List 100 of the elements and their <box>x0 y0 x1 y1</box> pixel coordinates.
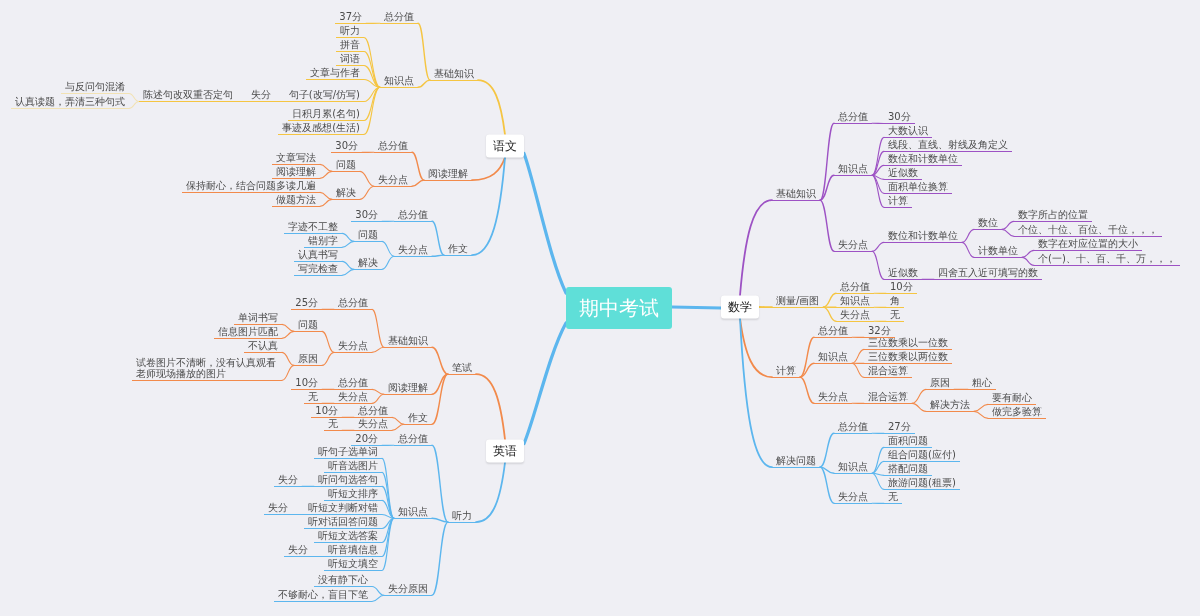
branch-line <box>371 346 385 353</box>
branch-line <box>822 292 837 308</box>
branch-label: 听短文选答案 <box>314 530 382 543</box>
branch-line <box>371 585 385 596</box>
branch-label: 知识点 <box>814 351 852 364</box>
branch-line <box>819 466 835 504</box>
branch-line <box>1021 249 1035 258</box>
branch-line <box>321 388 335 390</box>
branch-label: 失分点 <box>394 244 432 257</box>
branch-line <box>873 306 887 308</box>
branch-line <box>739 317 773 468</box>
branch-line <box>851 336 865 338</box>
branch-line <box>363 86 381 103</box>
branch-line <box>851 362 865 364</box>
branch-line <box>1001 220 1015 230</box>
branch-line <box>381 517 395 530</box>
branch-line <box>1001 228 1015 237</box>
branch-label: 试卷图片不清晰，没有认真观看老师现场播放的图片 <box>132 357 282 381</box>
branch-label: 文章写法 <box>272 152 320 165</box>
branch-label: 词语 <box>336 53 364 66</box>
branch-label: 失分点 <box>354 418 392 431</box>
branch-label: 总分值 <box>334 377 372 390</box>
branch-label: 搭配问题 <box>884 463 932 476</box>
branch-label: 单词书写 <box>234 312 282 325</box>
branch-line <box>961 241 975 258</box>
branch-line <box>301 485 315 487</box>
branch-label: 25分 <box>291 297 322 310</box>
branch-label: 混合运算 <box>864 391 912 404</box>
branch-line <box>431 254 445 257</box>
branch-line <box>871 460 885 474</box>
branch-line <box>431 521 449 596</box>
branch-label: 27分 <box>884 421 915 434</box>
branch-label: 总分值 <box>836 281 874 294</box>
branch-label: 要有耐心 <box>988 392 1036 405</box>
branch-line <box>311 555 325 558</box>
branch-line <box>363 50 381 88</box>
branch-line <box>341 268 355 276</box>
branch-line <box>871 122 885 125</box>
branch-label: 失分原因 <box>384 583 432 596</box>
central-topic-box: 期中考试 <box>566 287 672 329</box>
branch-line <box>871 250 885 280</box>
branch-line <box>431 373 449 395</box>
branch-line <box>799 362 815 378</box>
branch-label: 无 <box>884 491 902 504</box>
branch-label: 解决方法 <box>926 399 974 412</box>
branch-line <box>819 466 835 474</box>
branch-label: 总分值 <box>834 111 872 124</box>
branch-line <box>1021 256 1035 266</box>
branch-label: 信息图片匹配 <box>214 326 282 339</box>
branch-line <box>471 156 506 256</box>
branch-label: 文章与作者 <box>306 67 364 80</box>
branch-label: 近似数 <box>884 267 922 280</box>
branch-label: 拼音 <box>336 39 364 52</box>
branch-line <box>871 472 885 490</box>
branch-line <box>851 362 865 378</box>
branch-line <box>417 22 431 81</box>
branch-line <box>871 174 885 180</box>
branch-line <box>475 373 506 441</box>
branch-label: 认真读题，弄清三种句式 <box>11 96 129 109</box>
branch-label: 失分 <box>264 502 292 515</box>
branch-line <box>670 305 723 310</box>
branch-label: 听力 <box>448 510 476 523</box>
branch-label: 做完多验算 <box>988 406 1046 419</box>
branch-label: 无 <box>304 391 322 404</box>
branch-line <box>371 308 385 348</box>
branch-line <box>873 292 887 294</box>
branch-line <box>871 150 885 176</box>
branch-line <box>921 278 935 280</box>
branch-label: 32分 <box>864 325 895 338</box>
branch-label: 解决 <box>332 187 360 200</box>
branch-line <box>417 79 431 88</box>
branch-label: 笔试 <box>448 362 476 375</box>
branch-label: 面积问题 <box>884 435 932 448</box>
branch-label: 基础知识 <box>430 68 478 81</box>
branch-label: 听对话回答问题 <box>304 516 382 529</box>
branch-line <box>341 416 355 418</box>
branch-label: 个位、十位、百位、千位，，， <box>1014 224 1162 237</box>
branch-line <box>819 122 835 201</box>
branch-line <box>381 517 395 572</box>
branch-label: 失分 <box>274 474 302 487</box>
branch-label: 30分 <box>351 209 382 222</box>
branch-label: 大数认识 <box>884 125 932 138</box>
branch-line <box>871 164 885 176</box>
branch-label: 失分点 <box>374 174 412 187</box>
branch-label: 测量/画图 <box>772 295 824 308</box>
branch-line <box>471 156 506 181</box>
branch-label: 总分值 <box>334 297 372 310</box>
branch-label: 总分值 <box>814 325 852 338</box>
branch-line <box>381 485 395 519</box>
branch-line <box>321 402 335 404</box>
branch-label: 事迹及感想(生活) <box>278 122 364 135</box>
topic-box: 数学 <box>721 295 759 319</box>
branch-label: 保持耐心，结合问题多读几遍 <box>182 180 320 193</box>
topic-box: 英语 <box>486 439 524 463</box>
branch-label: 总分值 <box>354 405 392 418</box>
branch-line <box>381 499 395 519</box>
branch-line <box>871 502 885 504</box>
branch-label: 做题方法 <box>272 194 320 207</box>
branch-label: 面积单位换算 <box>884 181 952 194</box>
branch-label: 总分值 <box>380 11 418 24</box>
